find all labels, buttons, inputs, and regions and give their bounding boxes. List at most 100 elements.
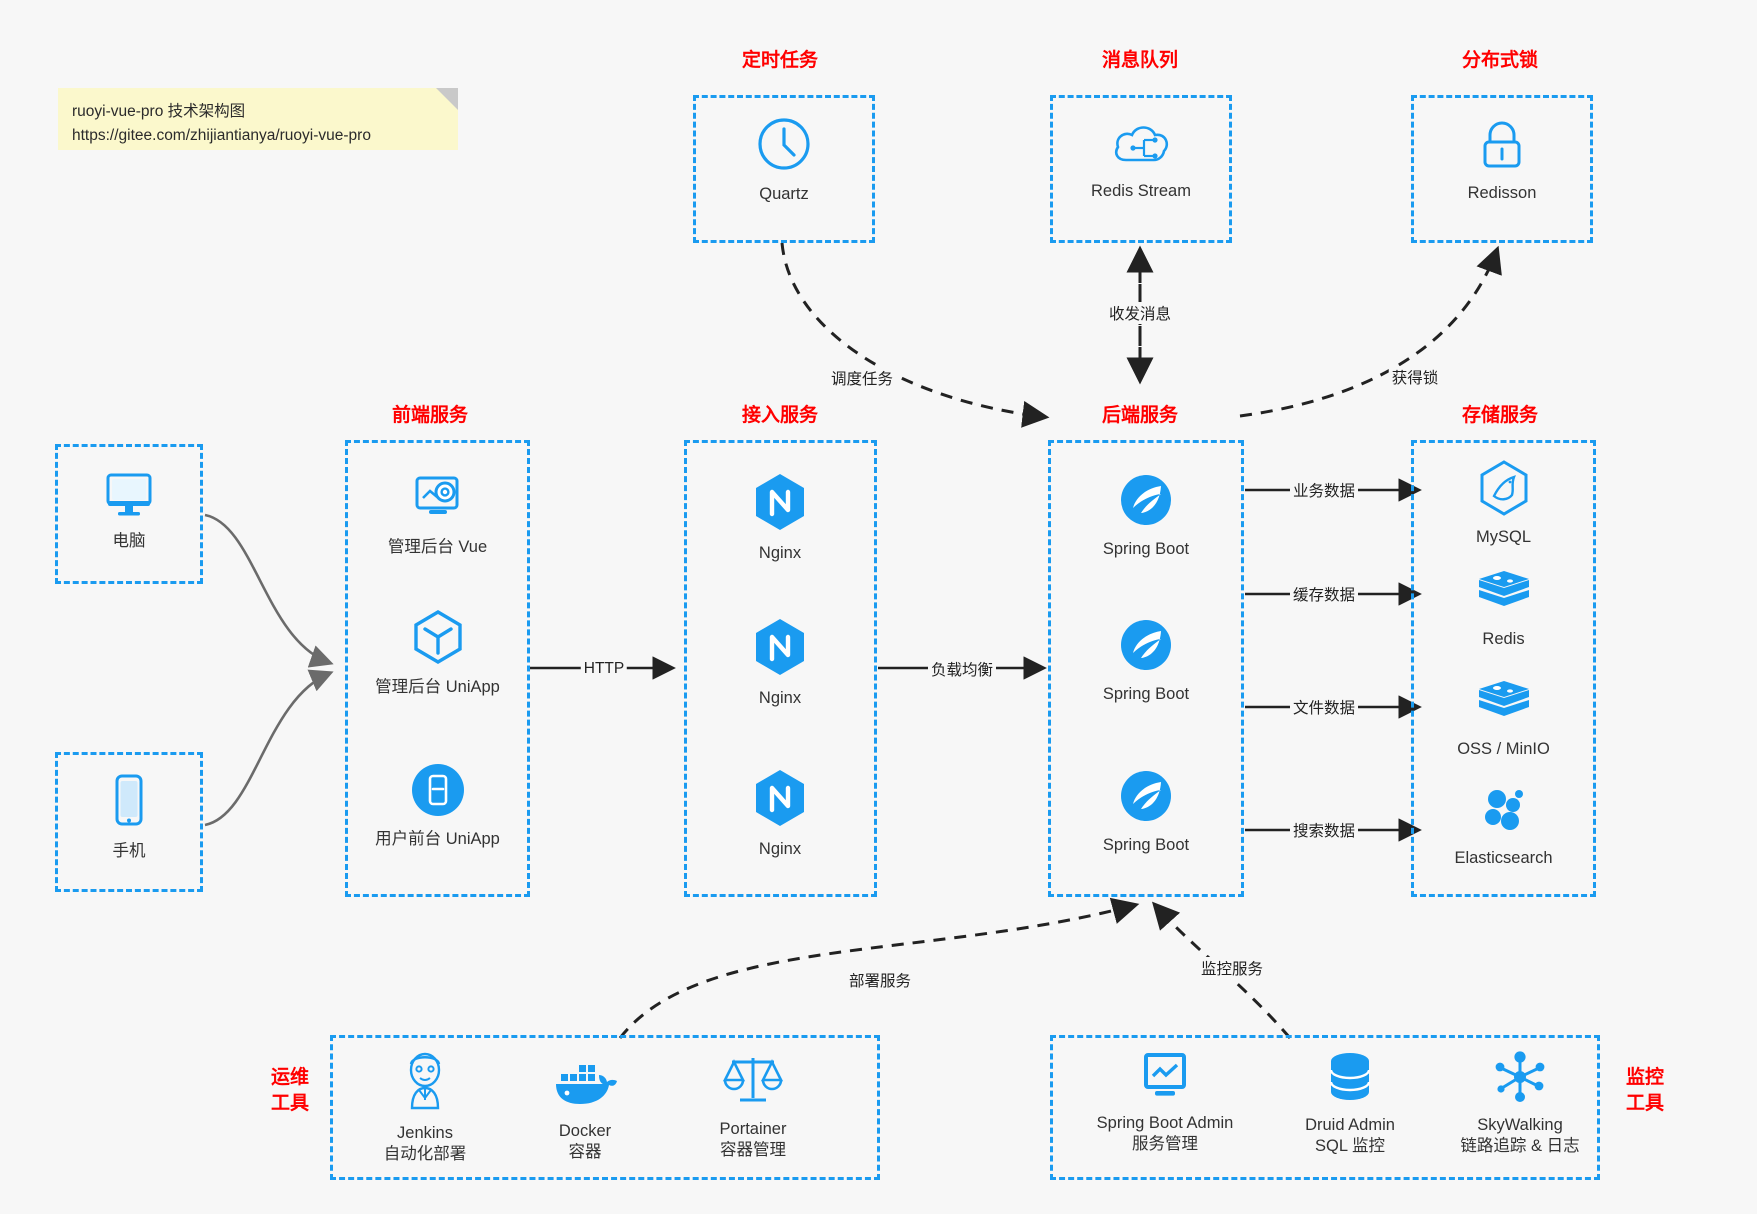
spring-leaf-icon [1118,768,1174,829]
group-title-mq: 消息队列 [1101,50,1178,71]
spring-leaf-icon [1118,617,1174,678]
node-redis-stream[interactable]: Redis Stream [1061,118,1221,202]
note-fold-corner [436,88,458,110]
node-label: MySQL [1475,528,1531,546]
node-phone[interactable]: 手机 [65,772,193,862]
node-label: Nginx [758,689,802,707]
node-sublabel: 链路追踪 & 日志 [1460,1137,1580,1156]
skywalking-node-icon [1491,1050,1549,1109]
app-window-icon [410,762,466,823]
elasticsearch-icon [1477,785,1531,842]
dashboard-gear-icon [409,472,467,531]
edge-label-business-data: 业务数据 [1289,479,1359,501]
node-label: Elasticsearch [1454,849,1553,867]
node-label: Portainer [719,1120,787,1138]
group-box-monitor [1050,1035,1600,1180]
node-computer[interactable]: 电脑 [65,468,193,552]
node-springboot-3[interactable]: Spring Boot [1060,768,1232,856]
group-title-backend: 后端服务 [1101,405,1178,426]
node-label: Nginx [758,544,802,562]
mobile-phone-icon [107,772,151,835]
edge-label-schedule-task: 调度任务 [827,367,897,389]
docker-whale-icon [552,1058,618,1115]
node-label: 管理后台 UniApp [375,678,500,696]
node-label: Nginx [758,840,802,858]
node-quartz[interactable]: Quartz [704,115,864,205]
node-spring-boot-admin[interactable]: Spring Boot Admin 服务管理 [1065,1050,1265,1156]
cube-icon [410,608,466,671]
nginx-icon [752,617,808,682]
node-docker[interactable]: Docker 容器 [505,1058,665,1164]
node-label: 管理后台 Vue [387,538,488,556]
node-label: 用户前台 UniApp [375,830,500,848]
node-label: Spring Boot [1102,836,1190,854]
node-label: Quartz [759,185,809,203]
group-title-scheduler: 定时任务 [741,50,818,71]
group-box-mq [1050,95,1232,243]
group-box-gateway [684,440,877,897]
node-nginx-1[interactable]: Nginx [700,472,860,564]
node-label: Spring Boot Admin [1096,1114,1234,1132]
node-springboot-2[interactable]: Spring Boot [1060,617,1232,705]
node-elasticsearch[interactable]: Elasticsearch [1421,785,1586,869]
group-box-storage [1411,440,1596,897]
note-url: https://gitee.com/zhijiantianya/ruoyi-vu… [72,127,371,145]
group-box-scheduler [693,95,875,243]
edge-label-http: HTTP [580,660,628,678]
nginx-icon [752,768,808,833]
group-box-lock [1411,95,1593,243]
group-box-phone [55,752,203,892]
group-title-monitor-line2: 工具 [1625,1092,1664,1114]
group-title-devops: 运维 工具 [255,1065,325,1116]
cloud-stream-icon [1110,118,1172,175]
database-icon [1322,1050,1378,1109]
group-title-gateway: 接入服务 [741,405,818,426]
group-title-monitor: 监控 工具 [1610,1065,1680,1116]
edge-label-acquire-lock: 获得锁 [1388,366,1442,388]
edge-label-deploy-service: 部署服务 [845,969,915,991]
node-user-uniapp[interactable]: 用户前台 UniApp [355,762,520,850]
edge-label-load-balance: 负载均衡 [927,658,997,680]
node-label: 电脑 [112,532,146,550]
node-label: OSS / MinIO [1457,740,1550,758]
lock-icon [1476,118,1528,177]
group-box-devops [330,1035,880,1180]
node-admin-vue[interactable]: 管理后台 Vue [355,472,520,558]
group-title-frontend: 前端服务 [391,405,468,426]
group-box-backend [1048,440,1244,897]
node-redis[interactable]: Redis [1421,568,1586,650]
node-label: SkyWalking [1477,1116,1563,1134]
nginx-icon [752,472,808,537]
node-springboot-1[interactable]: Spring Boot [1060,472,1232,560]
group-title-devops-line2: 工具 [270,1092,309,1114]
note-title: ruoyi-vue-pro 技术架构图 [72,103,246,120]
edge-label-cache-data: 缓存数据 [1289,583,1359,605]
node-portainer[interactable]: Portainer 容器管理 [668,1050,838,1162]
edge-label-monitor-service: 监控服务 [1197,957,1267,979]
spring-leaf-icon [1118,472,1174,533]
group-title-storage: 存储服务 [1461,405,1538,426]
group-box-computer [55,444,203,584]
node-sublabel: 服务管理 [1132,1135,1198,1154]
group-title-devops-line1: 运维 [270,1067,309,1088]
node-redisson[interactable]: Redisson [1422,118,1582,204]
mysql-dolphin-icon [1478,460,1530,521]
node-mysql[interactable]: MySQL [1421,460,1586,548]
node-sublabel: SQL 监控 [1315,1137,1385,1156]
node-skywalking[interactable]: SkyWalking 链路追踪 & 日志 [1430,1050,1610,1158]
monitor-chart-icon [1136,1050,1194,1107]
node-nginx-3[interactable]: Nginx [700,768,860,860]
desktop-monitor-icon [100,468,158,525]
node-nginx-2[interactable]: Nginx [700,617,860,709]
node-admin-uniapp[interactable]: 管理后台 UniApp [355,608,520,698]
node-oss-minio[interactable]: OSS / MinIO [1421,678,1586,760]
node-label: Spring Boot [1102,540,1190,558]
edge-label-file-data: 文件数据 [1289,696,1359,718]
node-label: Redis Stream [1091,182,1191,200]
node-jenkins[interactable]: Jenkins 自动化部署 [345,1050,505,1166]
node-label: Druid Admin [1305,1116,1395,1134]
node-druid-admin[interactable]: Druid Admin SQL 监控 [1270,1050,1430,1158]
node-sublabel: 容器管理 [720,1141,786,1160]
group-box-frontend [345,440,530,897]
